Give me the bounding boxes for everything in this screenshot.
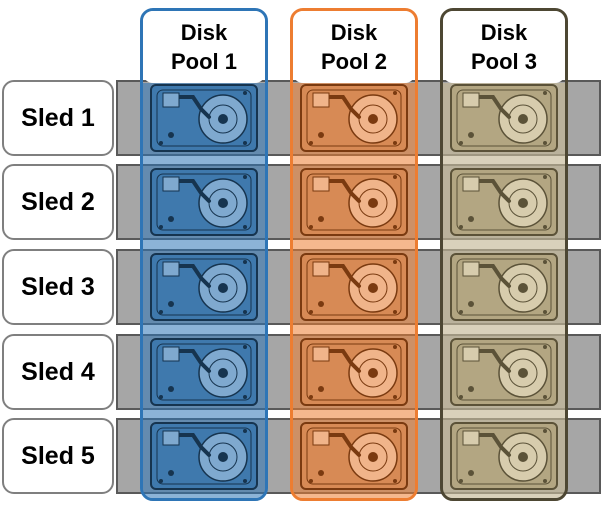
hard-disk-drive-icon [449, 83, 559, 153]
sled-label-5: Sled 5 [2, 418, 114, 494]
disk-pool-2-title: Disk Pool 2 [293, 11, 415, 83]
sled-label-1: Sled 1 [2, 80, 114, 156]
hard-disk-drive-icon [449, 167, 559, 237]
sled-label-4: Sled 4 [2, 334, 114, 410]
hard-disk-drive-icon [449, 337, 559, 407]
hard-disk-drive-icon [449, 421, 559, 491]
hard-disk-drive-icon [299, 167, 409, 237]
hard-disk-drive-icon [149, 252, 259, 322]
disk-pool-1-title: Disk Pool 1 [143, 11, 265, 83]
hard-disk-drive-icon [299, 337, 409, 407]
hard-disk-drive-icon [149, 421, 259, 491]
hard-disk-drive-icon [449, 252, 559, 322]
sled-label-2: Sled 2 [2, 164, 114, 240]
hard-disk-drive-icon [299, 421, 409, 491]
hard-disk-drive-icon [149, 337, 259, 407]
hard-disk-drive-icon [149, 83, 259, 153]
disk-pool-3-title: Disk Pool 3 [443, 11, 565, 83]
hard-disk-drive-icon [299, 252, 409, 322]
hard-disk-drive-icon [299, 83, 409, 153]
hard-disk-drive-icon [149, 167, 259, 237]
sled-label-3: Sled 3 [2, 249, 114, 325]
